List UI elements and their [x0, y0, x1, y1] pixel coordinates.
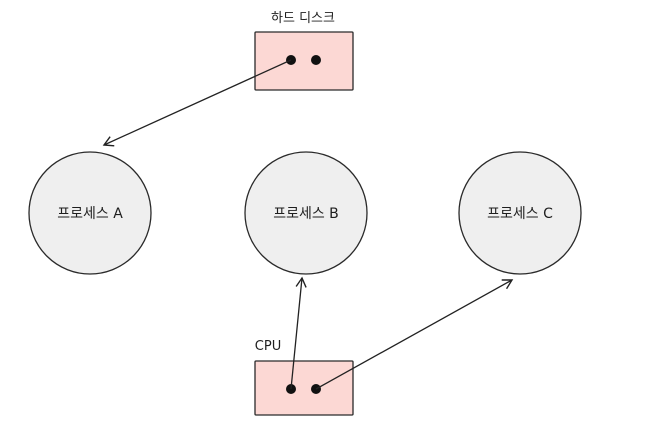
process-b-label: 프로세스 B: [273, 206, 339, 222]
process-c-circle: [458, 151, 582, 275]
harddisk-dot-right: [311, 55, 321, 65]
arrow-cpu-to-process-b: [290, 276, 307, 390]
harddisk-box: [254, 31, 354, 91]
cpu-box: [254, 360, 354, 416]
process-c-label: 프로세스 C: [487, 206, 553, 222]
cpu-label: CPU: [255, 339, 281, 354]
process-b-circle: [244, 151, 368, 275]
harddisk-label: 하드 디스크: [271, 11, 335, 26]
arrow-disk-to-process-a: [102, 59, 292, 147]
process-a-label: 프로세스 A: [57, 206, 123, 222]
arrow-cpu-to-process-c: [315, 279, 514, 390]
process-a-circle: [28, 151, 152, 275]
